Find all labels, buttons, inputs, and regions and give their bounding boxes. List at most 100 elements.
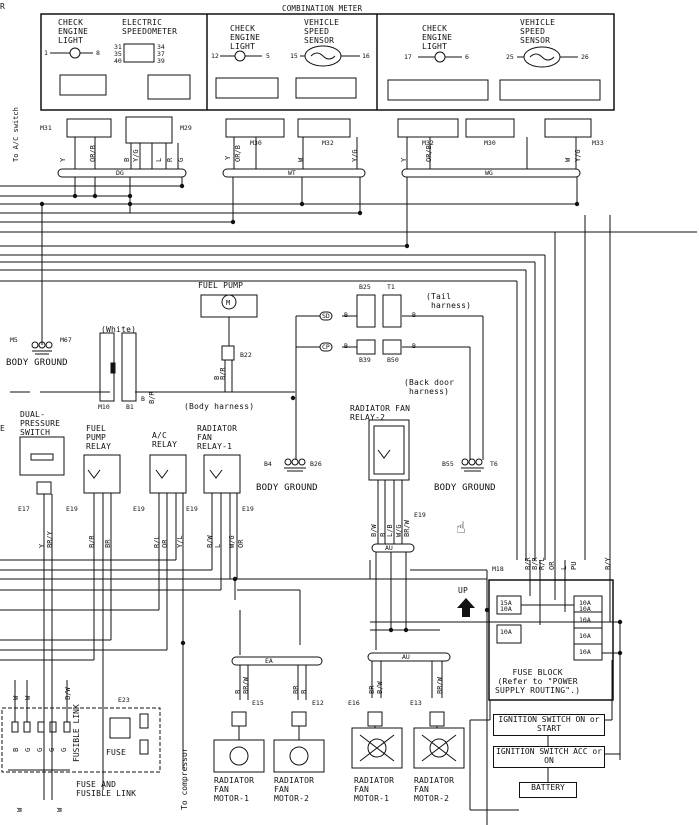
horizontal-bus-wires: [0, 177, 697, 560]
connector-id: M30: [484, 139, 496, 147]
wire-color: L: [155, 157, 163, 162]
connector-id: E13: [410, 699, 422, 707]
wire-color: OR/B: [234, 145, 242, 162]
harness-ea-label: EA: [265, 657, 273, 665]
middle-ground-group: [284, 450, 306, 472]
connector-id: E23: [118, 696, 130, 704]
connector-id: M10: [98, 403, 110, 411]
fuse-block-label: FUSE BLOCK (Refer to "POWER SUPPLY ROUTI…: [495, 668, 581, 695]
connector-id: B26: [310, 460, 322, 468]
ac-relay-label: A/C RELAY: [152, 431, 178, 449]
wire-color: B: [123, 157, 131, 162]
wire-color: OR: [548, 561, 556, 570]
wire-color: W/G: [395, 524, 403, 537]
fuel-pump-relay-label: FUEL PUMP RELAY: [86, 424, 112, 451]
connector-id: E16: [348, 699, 360, 707]
wire-color: B/Y: [604, 557, 612, 570]
fuse-rating: 10A: [579, 599, 591, 607]
wire-color: G: [24, 747, 32, 752]
up-label: UP: [458, 586, 469, 595]
wire-color: Y: [224, 155, 232, 160]
fuse-block-drawing: [469, 560, 621, 811]
pin-label: 25: [506, 53, 514, 61]
pin-label: 17: [404, 53, 412, 61]
connector-id: M32: [422, 139, 434, 147]
b-label: B: [412, 311, 416, 319]
wire-color: B: [300, 689, 308, 694]
connector-id: M30: [250, 139, 262, 147]
wire-color: W: [564, 157, 572, 162]
wire-color: R/L: [153, 535, 161, 548]
pin-label: 12: [211, 52, 219, 60]
wire-color: G: [36, 747, 44, 752]
fuse-rating: 10A: [500, 628, 512, 636]
wire-color: PU: [570, 561, 578, 570]
fuse-and-link-label: FUSE AND FUSIBLE LINK: [76, 780, 137, 798]
connector-id: B1: [126, 403, 134, 411]
wire-color: W: [16, 807, 24, 812]
wire-color: BR: [368, 685, 376, 694]
connector-id: B39: [359, 356, 371, 364]
wire-color: L: [214, 543, 222, 548]
fuel-pump-label: FUEL PUMP: [198, 281, 244, 290]
radiator-fan-relay2-label: RADIATOR FAN RELAY-2: [350, 404, 411, 422]
meter1-speedometer-label: ELECTRIC SPEEDOMETER: [122, 18, 178, 36]
wire-color: BR/W: [403, 520, 411, 537]
pin-label: 6: [465, 53, 469, 61]
connector-id: M18: [492, 565, 504, 573]
b-label: B: [344, 311, 348, 319]
connector-id: E19: [414, 511, 426, 519]
connector-id: E17: [18, 505, 30, 513]
wire-color: W: [12, 695, 20, 700]
connector-id: M5: [10, 336, 18, 344]
wire-color: Y/G: [574, 149, 582, 162]
motor-a2-label: RADIATOR FAN MOTOR-2: [274, 776, 315, 803]
wire-color: Y/L: [176, 535, 184, 548]
body-ground-right-label: BODY GROUND: [434, 483, 496, 493]
tail-harness-connectors: [319, 294, 484, 472]
fuse-label: FUSE: [106, 748, 127, 757]
wire-color: B/R: [88, 535, 96, 548]
wire-color: BR: [104, 539, 112, 548]
connector-id: B22: [240, 351, 252, 359]
white-label: (White): [101, 325, 137, 334]
b-label: B: [412, 342, 416, 350]
connector-id: M32: [322, 139, 334, 147]
wire-color: OR/B: [425, 145, 433, 162]
connector-id: M29: [180, 124, 192, 132]
wire-color: OR: [237, 539, 245, 548]
pin-label: 16: [362, 52, 370, 60]
b-label: B: [344, 342, 348, 350]
meter-drop-wires: [74, 137, 577, 169]
battery-box: BATTERY: [519, 782, 577, 798]
radiator-fan-relay1-label: RADIATOR FAN RELAY-1: [197, 424, 238, 451]
body-ground-left-label: BODY GROUND: [6, 358, 68, 368]
wire-color: Y: [400, 157, 408, 162]
dual-pressure-label: DUAL- PRESSURE SWITCH: [20, 410, 61, 437]
harness-wg-label: WG: [485, 169, 493, 177]
meter3-check-engine-label: CHECK ENGINE LIGHT: [422, 24, 453, 51]
fuse-rating: 10A: [579, 616, 591, 624]
lower-bus-wires: [0, 552, 620, 825]
wire-color: B/W: [376, 681, 384, 694]
edge-letter-e: E: [0, 424, 6, 433]
combination-meter-box: [40, 13, 615, 111]
fuse-rating: 10A: [500, 605, 512, 613]
wire-color: G: [60, 747, 68, 752]
wire-color: W: [24, 695, 32, 700]
connector-id: E12: [312, 699, 324, 707]
connector-id: M33: [592, 139, 604, 147]
connector-id: E19: [242, 505, 254, 513]
pin-label: 8: [96, 49, 100, 57]
hand-pointer-icon: ☝: [456, 518, 466, 537]
fuel-pump-symbol: M: [200, 294, 320, 450]
edge-letter-r: R: [0, 2, 6, 11]
wire-color: G: [177, 157, 185, 162]
wire-color: L/B: [386, 524, 394, 537]
wire-color: B: [12, 747, 20, 752]
wire-color: W: [297, 157, 305, 162]
connector-id: E19: [133, 505, 145, 513]
pin-label: 35: [114, 50, 122, 58]
fuse-rating: 15A: [500, 599, 512, 607]
